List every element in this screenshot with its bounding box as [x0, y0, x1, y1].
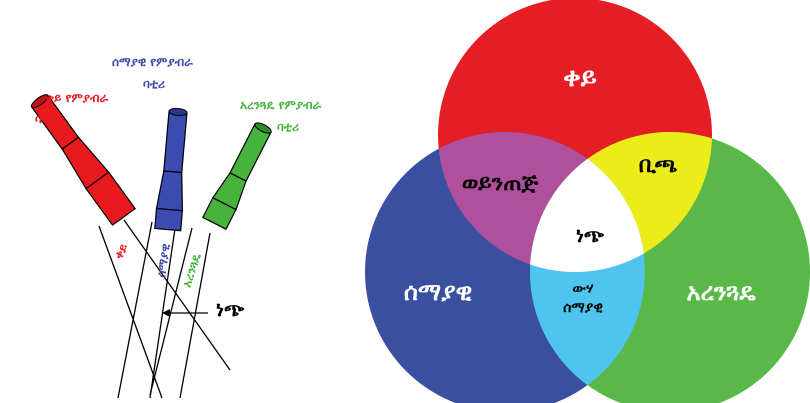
color-venn-diagram: ቀይ ወይንጠጅ ቢጫ ነጭ ሰማያዊ አረንጓዴ ውሃ ሰማያዊ [365, 0, 810, 403]
beam-mix-label: ነጭ [216, 297, 245, 321]
red-flashlight-label: ቀይ የምያብራ [46, 91, 108, 105]
center-overlap [530, 132, 645, 272]
white-pointer-arrow [162, 309, 208, 317]
blue-beam-label: ሰማያዊ [154, 243, 173, 279]
green-beam-label: አረንጓዴ [180, 251, 204, 289]
red-beam-label: ቀይ [111, 241, 131, 262]
blue-flashlight [154, 107, 188, 232]
red-label: ቀይ [563, 63, 596, 93]
red-flashlight [30, 94, 137, 226]
green-flashlight-label: አረንጓዴ የምያብራ [240, 98, 322, 112]
blue-label: ሰማያዊ [404, 278, 472, 306]
cyan-label-line2: ሰማያዊ [563, 300, 603, 316]
blue-flashlight-label: ሰማያዊ የምያብራ [112, 55, 193, 69]
blue-battery-label: ባቲሪ [143, 77, 165, 91]
yellow-label: ቢጫ [639, 153, 678, 178]
green-flashlight [202, 122, 272, 231]
purple-label: ወይንጠጅ [462, 171, 539, 196]
light-beams [98, 219, 231, 399]
white-label: ነጭ [576, 223, 605, 247]
green-battery-label: ባቲሪ [277, 120, 299, 134]
red-battery-label: ባቲሪ [35, 112, 57, 126]
cyan-label-line1: ውሃ [573, 281, 594, 297]
flashlight-diagram: ቀይ የምያብራ ባቲሪ ሰማያዊ የምያብራ ባቲሪ አረንጓዴ የምያብራ … [30, 55, 322, 399]
green-label: አረንጓዴ [686, 278, 755, 306]
